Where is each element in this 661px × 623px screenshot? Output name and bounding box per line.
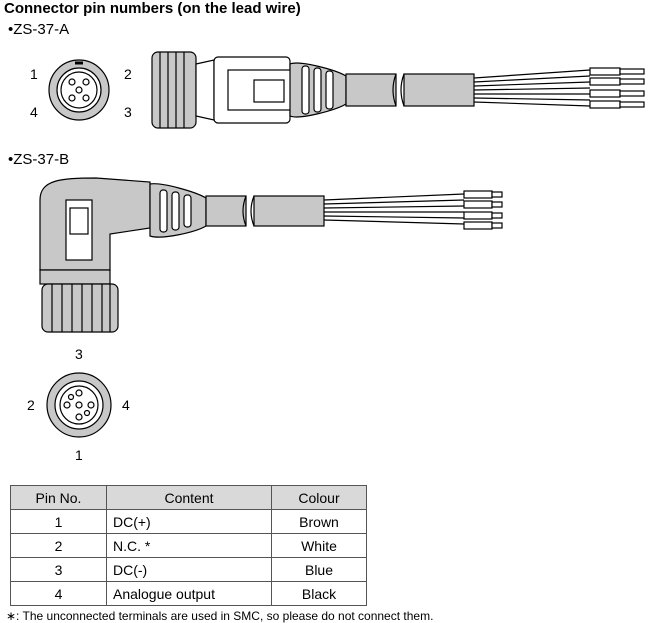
cell-pin-no: 4	[10, 581, 107, 606]
pin-face-zs-37-a	[48, 59, 110, 121]
pin-number-b-1: 1	[75, 447, 83, 463]
table-header-row: Pin No. Content Colour	[10, 485, 367, 510]
column-header-pin-no: Pin No.	[10, 485, 107, 510]
cell-pin-no: 1	[10, 509, 107, 534]
table-row: 4 Analogue output Black	[10, 581, 367, 606]
pin-number-b-3: 3	[75, 346, 83, 362]
connector-side-zs-37-b	[39, 177, 503, 333]
column-header-colour: Colour	[271, 485, 367, 510]
cell-pin-no: 2	[10, 533, 107, 558]
footnote: ∗: The unconnected terminals are used in…	[6, 609, 434, 623]
pin-face-zs-37-b	[46, 372, 112, 438]
cell-pin-no: 3	[10, 557, 107, 582]
cell-colour: Blue	[271, 557, 367, 582]
cell-content: DC(-)	[106, 557, 272, 582]
table-row: 3 DC(-) Blue	[10, 557, 367, 582]
connector-side-zs-37-a	[151, 51, 645, 129]
connector-drawings: 1 2 4 3 3 2 4 1	[27, 51, 645, 463]
pin-number-a-1: 1	[30, 66, 38, 82]
cell-content: DC(+)	[106, 509, 272, 534]
pin-number-a-2: 2	[124, 66, 132, 82]
page-title: Connector pin numbers (on the lead wire)	[4, 0, 301, 17]
pin-assignment-table: Pin No. Content Colour 1 DC(+) Brown 2 N…	[10, 485, 367, 606]
pin-number-a-4: 4	[30, 104, 38, 120]
pin-number-a-3: 3	[124, 104, 132, 120]
model-label-zs-37-a: •ZS-37-A	[8, 21, 70, 38]
cell-content: N.C. *	[106, 533, 272, 558]
pin-number-b-4: 4	[122, 397, 130, 413]
cell-colour: Brown	[271, 509, 367, 534]
cell-content: Analogue output	[106, 581, 272, 606]
table-row: 2 N.C. * White	[10, 533, 367, 558]
cell-colour: White	[271, 533, 367, 558]
pin-number-b-2: 2	[27, 397, 35, 413]
model-label-zs-37-b: •ZS-37-B	[8, 151, 70, 168]
table-row: 1 DC(+) Brown	[10, 509, 367, 534]
column-header-content: Content	[106, 485, 272, 510]
cell-colour: Black	[271, 581, 367, 606]
